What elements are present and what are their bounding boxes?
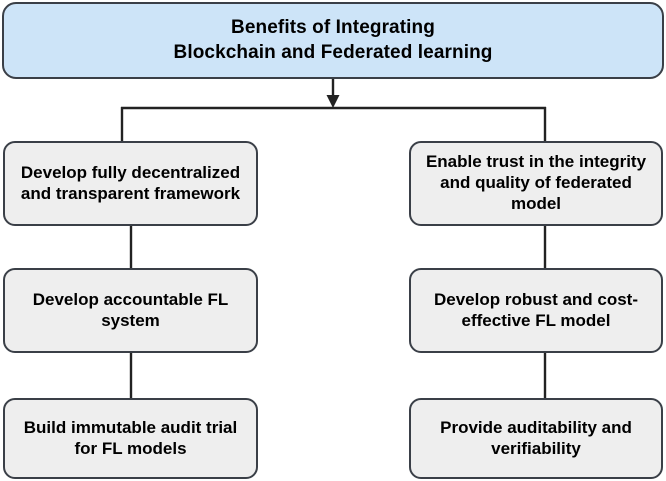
right-node-2: Develop robust and cost- effective FL mo… <box>409 268 663 353</box>
header-node: Benefits of Integrating Blockchain and F… <box>2 2 664 79</box>
right-node-3: Provide auditability and verifiability <box>409 398 663 479</box>
header-node-label: Benefits of Integrating Blockchain and F… <box>173 17 493 63</box>
right-node-1-label: Enable trust in the integrity and qualit… <box>425 152 647 213</box>
right-node-1: Enable trust in the integrity and qualit… <box>409 141 663 226</box>
left-node-3-label: Build immutable audit trial for FL model… <box>23 417 238 458</box>
left-node-2-label: Develop accountable FL system <box>32 289 229 330</box>
left-node-1: Develop fully decentralized and transpar… <box>3 141 258 226</box>
arrowhead-icon <box>326 95 340 108</box>
left-node-1-label: Develop fully decentralized and transpar… <box>20 162 241 203</box>
left-node-3: Build immutable audit trial for FL model… <box>3 398 258 479</box>
left-node-2: Develop accountable FL system <box>3 268 258 353</box>
right-node-3-label: Provide auditability and verifiability <box>440 417 632 458</box>
right-node-2-label: Develop robust and cost- effective FL mo… <box>433 289 639 330</box>
